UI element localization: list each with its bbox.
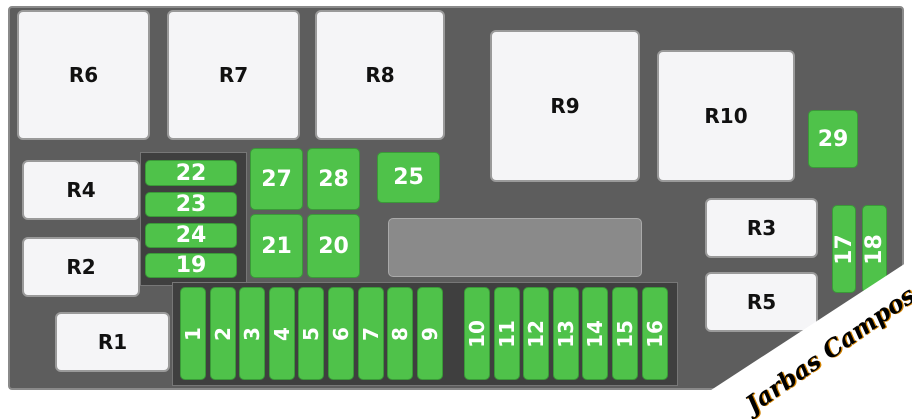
cover-block xyxy=(388,218,642,277)
fuse-2-label: 2 xyxy=(210,326,235,341)
fuse-5-label: 5 xyxy=(299,326,324,341)
fuse-20: 20 xyxy=(307,214,360,278)
relay-r8: R8 xyxy=(315,10,445,140)
fuse-11-label: 11 xyxy=(494,319,519,348)
fuse-9-label: 9 xyxy=(417,326,442,341)
fuse-28: 28 xyxy=(307,148,360,210)
fuse-1-label: 1 xyxy=(180,326,205,341)
fuse-27: 27 xyxy=(250,148,303,210)
fuse-16-label: 16 xyxy=(642,319,667,348)
fuse-10-label: 10 xyxy=(465,319,489,348)
fuse-3: 3 xyxy=(239,287,266,380)
fuse-5: 5 xyxy=(298,287,325,380)
fuse-16: 16 xyxy=(641,287,668,380)
fuse-22: 22 xyxy=(145,160,237,186)
relay-r7: R7 xyxy=(167,10,300,140)
fuse-7-label: 7 xyxy=(358,326,383,341)
fuse-8: 8 xyxy=(387,287,414,380)
fuse-9: 9 xyxy=(416,287,443,380)
relay-r3: R3 xyxy=(705,198,818,258)
relay-r10: R10 xyxy=(657,50,795,182)
fuse-6: 6 xyxy=(328,287,354,380)
fuse-23: 23 xyxy=(145,192,237,217)
fuse-4: 4 xyxy=(268,287,295,380)
fuse-6-label: 6 xyxy=(328,326,353,341)
fuse-25: 25 xyxy=(377,152,440,203)
fuse-2: 2 xyxy=(209,287,236,380)
fuse-21: 21 xyxy=(250,214,303,278)
fuse-8-label: 8 xyxy=(388,326,413,341)
fuse-13-label: 13 xyxy=(553,319,578,348)
fuse-3-label: 3 xyxy=(240,326,265,341)
fuse-13: 13 xyxy=(552,287,579,380)
relay-r9: R9 xyxy=(490,30,640,182)
fuse-12: 12 xyxy=(523,287,550,380)
fuse-29: 29 xyxy=(808,110,858,168)
relay-r2: R2 xyxy=(22,237,140,297)
fuse-14: 14 xyxy=(582,287,609,380)
fuse-19: 19 xyxy=(145,253,237,278)
fuse-24: 24 xyxy=(145,223,237,248)
fuse-11: 11 xyxy=(493,287,520,380)
relay-r4: R4 xyxy=(22,160,140,220)
relay-r1: R1 xyxy=(55,312,170,372)
relay-r6: R6 xyxy=(17,10,150,140)
fuse-12-label: 12 xyxy=(524,319,549,348)
fuse-10: 10 xyxy=(464,287,490,380)
fuse-15-label: 15 xyxy=(613,319,637,348)
fuse-15: 15 xyxy=(612,287,638,380)
watermark-background xyxy=(682,259,912,409)
fuse-4-label: 4 xyxy=(269,326,294,341)
fuse-7: 7 xyxy=(357,287,384,380)
fuse-1: 1 xyxy=(180,287,206,380)
fuse-14-label: 14 xyxy=(583,319,608,348)
